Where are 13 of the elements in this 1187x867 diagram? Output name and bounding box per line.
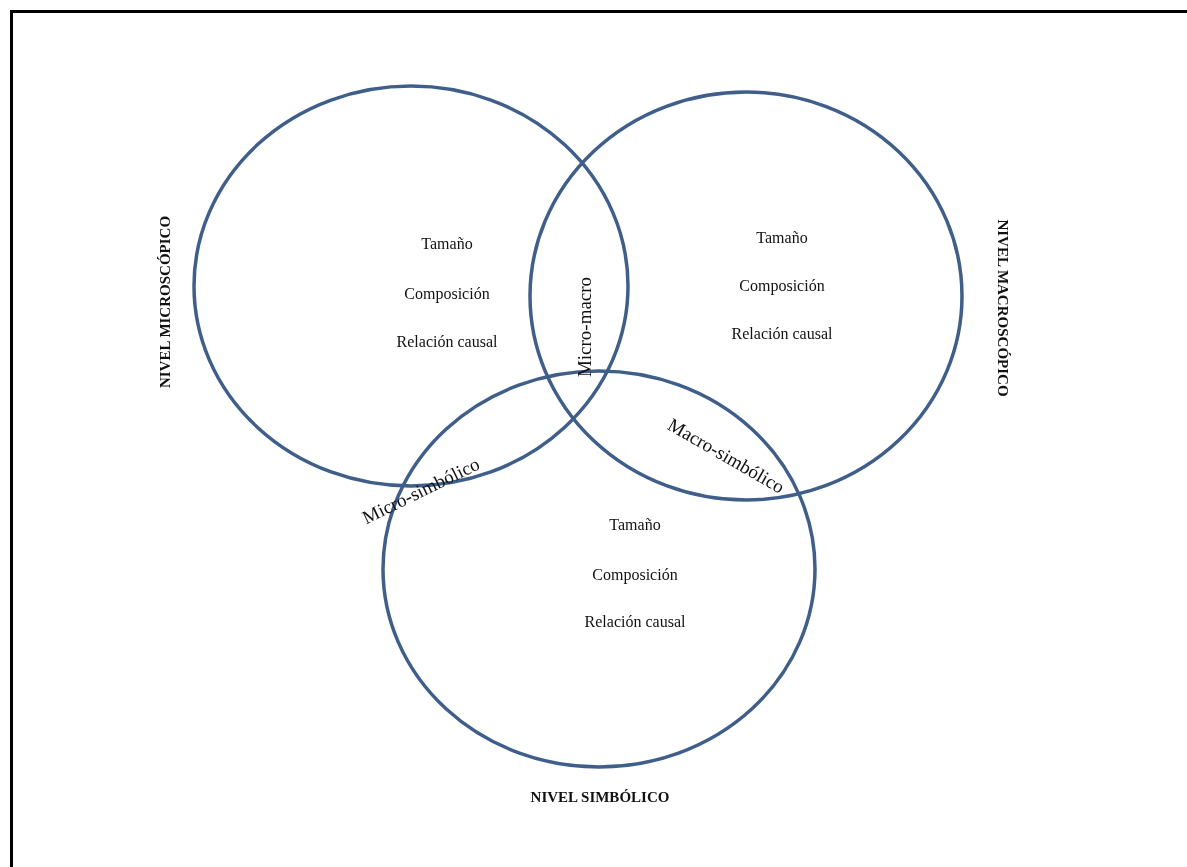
criterion-label: Tamaño xyxy=(756,229,808,247)
criterion-label: Relación causal xyxy=(731,325,833,343)
criterion-label: Relación causal xyxy=(584,613,686,631)
criterion-label: Composición xyxy=(404,285,490,303)
criterion-label: Composición xyxy=(739,277,825,295)
overlap-label: Micro-macro xyxy=(574,276,596,378)
level-heading: NIVEL MICROSCÓPICO xyxy=(156,215,174,389)
criterion-label: Tamaño xyxy=(609,516,661,534)
criterion-label: Tamaño xyxy=(421,235,473,253)
criterion-label: Composición xyxy=(592,566,678,584)
criterion-label: Relación causal xyxy=(396,333,498,351)
level-heading: NIVEL MACROSCÓPICO xyxy=(993,219,1011,397)
level-heading: NIVEL SIMBÓLICO xyxy=(530,788,670,806)
